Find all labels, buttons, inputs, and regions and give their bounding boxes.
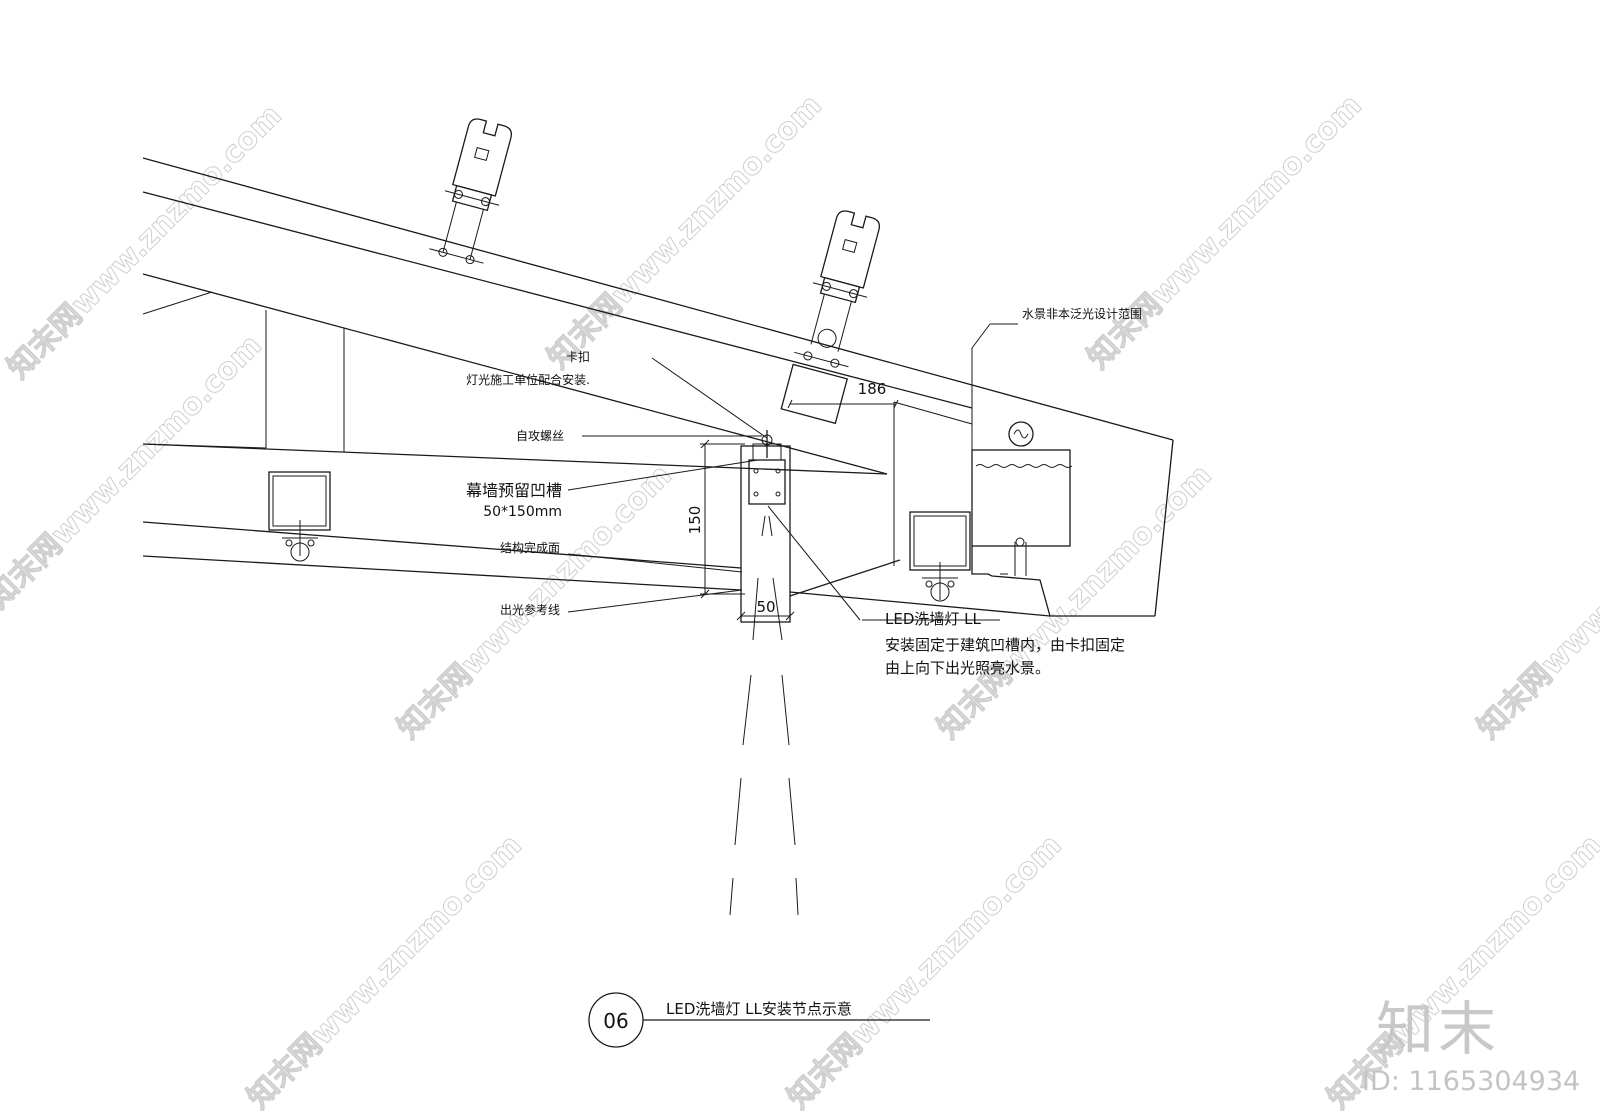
light-beam-lines (729, 577, 799, 916)
label-screw: 自攻螺丝 (516, 429, 564, 443)
dim-186-label: 186 (858, 380, 887, 398)
watermark-text: 知末网www.znzmo.com (781, 828, 1069, 1116)
leader-lines (567, 323, 1018, 621)
detail-number: 06 (603, 1009, 628, 1033)
floodlight-fixture-1 (429, 118, 513, 265)
label-water-scope: 水景非本泛光设计范围 (1022, 307, 1142, 321)
dimension-50: 50 (736, 598, 795, 621)
label-clip-note: 灯光施工单位配合安装. (466, 372, 590, 387)
dim-50-label: 50 (756, 598, 775, 616)
label-led-title: LED洗墙灯 LL (885, 610, 982, 628)
lower-fixture-left (268, 471, 331, 562)
dim-150-label: 150 (686, 506, 704, 535)
label-clip: 卡扣 (566, 350, 590, 364)
water-feature-tank (971, 421, 1073, 617)
watermark-text: 知末网www.znzmo.com (1471, 458, 1600, 746)
label-groove-size: 50*150mm (483, 504, 562, 520)
watermark-text: 知末网www.znzmo.com (241, 828, 529, 1116)
label-led-note-1: 安装固定于建筑凹槽内，由卡扣固定 (885, 636, 1125, 654)
led-wall-washer-body (748, 459, 786, 505)
watermark-text: 知末网www.znzmo.com (931, 458, 1219, 746)
watermark-id: ID: 1165304934 (1362, 1066, 1581, 1097)
label-led-note-2: 由上向下出光照亮水景。 (885, 659, 1050, 677)
watermark-layer: 知末网www.znzmo.com 知末网www.znzmo.com 知末网www… (0, 87, 1600, 1116)
floodlight-fixture-2 (780, 210, 881, 425)
title-block: 06 LED洗墙灯 LL安装节点示意 (588, 992, 930, 1048)
watermark-text: 知末网www.znzmo.com (0, 328, 269, 616)
annotations: 卡扣 灯光施工单位配合安装. 自攻螺丝 幕墙预留凹槽 50*150mm 结构完成… (466, 307, 1142, 677)
watermark-brand: 知末 (1375, 995, 1500, 1063)
label-light-reference: 出光参考线 (500, 602, 560, 617)
structure-lines (142, 157, 1174, 617)
watermark-text: 知末网www.znzmo.com (1081, 88, 1369, 376)
label-groove-title: 幕墙预留凹槽 (466, 481, 562, 500)
lower-fixture-right (909, 511, 971, 602)
detail-title: LED洗墙灯 LL安装节点示意 (666, 1000, 852, 1018)
label-structure-surface: 结构完成面 (500, 540, 560, 555)
groove-recess (740, 430, 791, 623)
dimension-186: 186 (787, 380, 899, 409)
watermark-text: 知末网www.znzmo.com (391, 458, 679, 746)
